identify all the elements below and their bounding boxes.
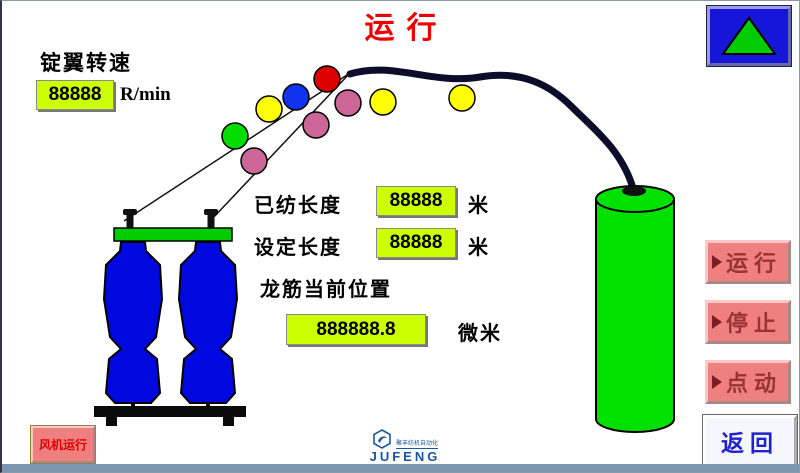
jog-button-label: 点动 [726, 371, 783, 396]
bobbin-right [177, 241, 239, 408]
yarn-ball-green-icon [221, 122, 249, 150]
set-length-label: 设定长度 [254, 237, 342, 259]
pointer-triangle-icon [712, 255, 722, 269]
logo-subtext: 聚丰纺机自动化 [395, 438, 438, 449]
spun-length-label: 已纺长度 [254, 195, 342, 217]
set-length-value[interactable]: 88888 [376, 228, 456, 258]
spun-length-value: 88888 [376, 186, 456, 216]
run-button-label: 运行 [726, 251, 783, 276]
fan-run-button[interactable]: 风机运行 [31, 426, 95, 463]
yarn-ball-pink3-icon [334, 89, 362, 117]
fan-run-button-label: 风机运行 [38, 438, 87, 452]
cable-line [346, 66, 636, 189]
cylinder [595, 185, 675, 433]
back-button-label: 返回 [721, 430, 779, 456]
yarn-balls [221, 65, 476, 175]
stop-button[interactable]: 停止 [705, 300, 791, 344]
pointer-triangle-icon [712, 375, 722, 389]
spindle-speed-label: 锭翼转速 [40, 52, 132, 75]
yarn-ball-pink1-icon [240, 147, 268, 175]
brand-logo: 聚丰纺机自动化 JUFENG [340, 429, 470, 464]
jufeng-logo-icon [373, 429, 391, 449]
yarn-ball-red-icon [313, 65, 341, 93]
yarn-ball-blue-icon [282, 83, 310, 111]
spindle-speed-unit: R/min [120, 84, 171, 105]
yarn-ball-pink2-icon [302, 111, 330, 139]
up-arrow-icon [721, 16, 777, 55]
logo-brand-text: JUFENG [369, 449, 441, 464]
run-button[interactable]: 运行 [705, 240, 791, 284]
rib-position-value: 888888.8 [286, 314, 426, 345]
page-up-button[interactable] [707, 6, 791, 66]
bottom-bar [2, 464, 799, 472]
bobbin-left [102, 241, 164, 408]
back-button[interactable]: 返回 [703, 415, 797, 467]
page-title: 运行 [364, 12, 449, 45]
pointer-triangle-icon [712, 315, 722, 329]
spindle-speed-value: 88888 [36, 80, 114, 110]
yarn-ball-yellow2-icon [369, 88, 397, 116]
spinning-frame [94, 209, 246, 426]
spun-length-unit: 米 [468, 195, 490, 217]
rib-position-unit: 微米 [458, 323, 502, 345]
stop-button-label: 停止 [726, 311, 783, 336]
yarn-ball-yellow1-icon [255, 95, 283, 123]
rib-position-label: 龙筋当前位置 [260, 279, 392, 301]
set-length-unit: 米 [468, 237, 490, 259]
jog-button[interactable]: 点动 [705, 360, 791, 404]
yarn-ball-yellow3-icon [448, 84, 476, 112]
